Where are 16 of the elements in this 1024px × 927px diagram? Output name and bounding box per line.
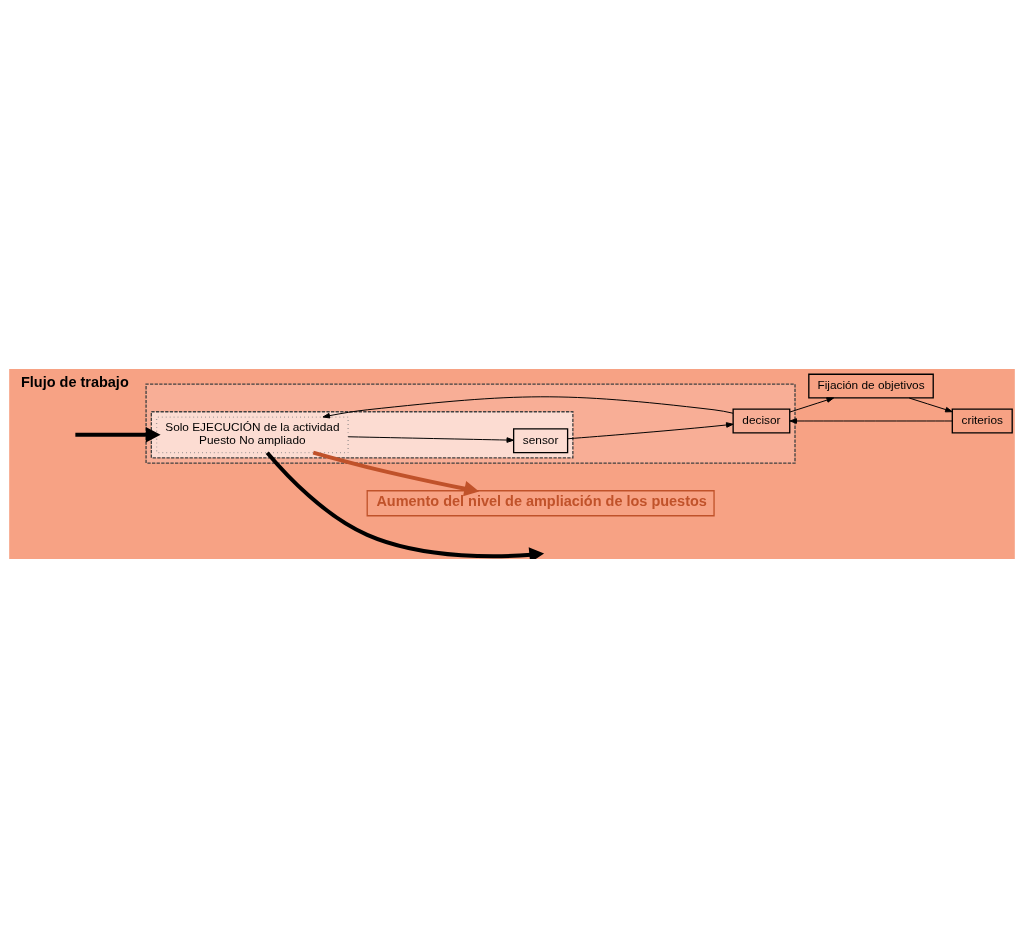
node-box: sensor	[513, 427, 569, 453]
label: Flujo de trabajo	[21, 373, 129, 390]
node-box: Solo EJECUCIÓN de la actividad Puesto No ampliado	[155, 415, 349, 453]
arrow	[347, 435, 515, 443]
node-box: Fijación de objetivos	[808, 373, 934, 399]
node-box: decisor	[732, 408, 791, 433]
arrow	[789, 396, 835, 412]
node-box: criterios	[951, 408, 1013, 433]
node-box: Aumento del nivel de ampliación de los puestos	[366, 489, 715, 516]
arrow	[75, 426, 161, 443]
arrow	[908, 397, 953, 412]
arrow	[322, 395, 734, 418]
arrow	[789, 417, 953, 424]
arrow	[265, 450, 545, 559]
arrow	[312, 450, 480, 496]
arrow	[567, 421, 734, 439]
